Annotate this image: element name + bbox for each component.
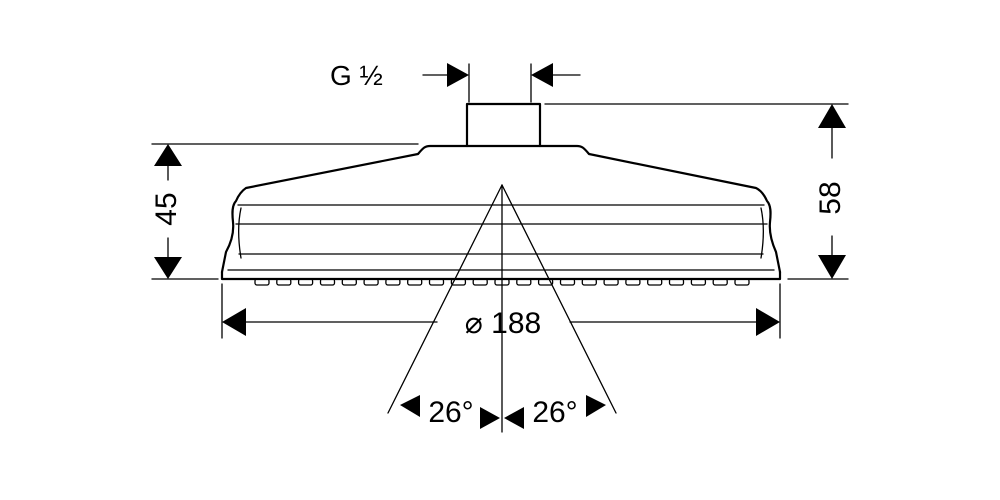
height-58-label: 58 xyxy=(814,181,847,214)
spray-nozzle xyxy=(363,278,379,286)
spray-nozzle xyxy=(385,278,401,286)
spray-nozzle xyxy=(668,278,685,286)
spray-nozzle xyxy=(647,278,663,286)
angle-right-label: 26° xyxy=(532,396,577,429)
shower-head-outline xyxy=(220,102,782,281)
angle-left-label: 26° xyxy=(428,396,473,429)
spray-nozzle xyxy=(625,278,641,286)
spray-nozzle xyxy=(603,278,619,286)
arrow-right-icon xyxy=(586,395,606,417)
arrow-left-icon xyxy=(531,63,553,87)
extension-lines xyxy=(151,63,849,339)
thread-label: G ½ xyxy=(330,60,383,91)
spray-angle-lines xyxy=(387,184,617,433)
arrow-up-icon xyxy=(154,144,182,166)
arrow-left-icon xyxy=(504,407,524,429)
spray-nozzle-row xyxy=(254,278,750,286)
spray-nozzle xyxy=(734,278,750,286)
arrow-right-icon xyxy=(756,308,780,336)
arrow-up-icon xyxy=(818,104,846,128)
thread-dimension: G ½ xyxy=(330,60,581,91)
arrow-right-icon xyxy=(447,63,469,87)
spray-nozzle xyxy=(450,278,467,286)
height-45-label: 45 xyxy=(150,192,183,225)
spray-nozzle xyxy=(319,278,336,286)
spray-nozzle xyxy=(428,278,445,286)
spray-nozzle xyxy=(712,278,728,286)
spray-nozzle xyxy=(297,278,314,286)
spray-nozzle xyxy=(559,278,576,286)
spray-nozzle xyxy=(276,278,292,286)
spray-nozzle xyxy=(537,278,554,286)
angle-dimensions: 26° 26° xyxy=(400,395,606,429)
spray-nozzle xyxy=(581,278,597,286)
arrow-left-icon xyxy=(400,395,420,417)
height-58-dimension: 58 xyxy=(814,104,847,279)
arrow-right-icon xyxy=(480,407,500,429)
spray-nozzle xyxy=(472,278,488,286)
arrow-down-icon xyxy=(154,257,182,279)
spray-nozzle xyxy=(254,278,270,286)
diameter-label: ⌀ 188 xyxy=(465,307,541,340)
arrow-left-icon xyxy=(222,308,246,336)
spray-nozzle xyxy=(516,278,532,286)
arrow-down-icon xyxy=(818,255,846,279)
diameter-dimension: ⌀ 188 xyxy=(222,307,780,340)
spray-nozzle xyxy=(690,278,707,286)
spray-nozzle xyxy=(341,278,357,286)
height-45-dimension: 45 xyxy=(150,144,183,279)
spray-nozzle xyxy=(407,278,423,286)
